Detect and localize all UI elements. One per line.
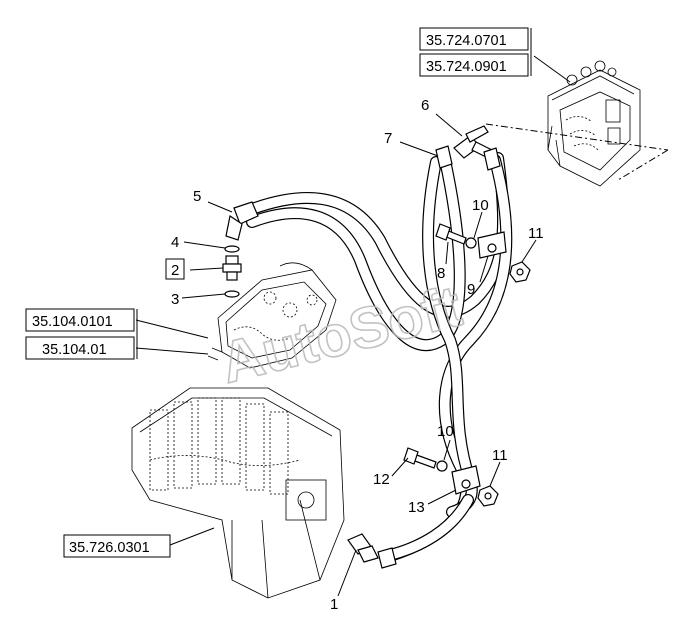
washer-10-lower (436, 460, 448, 472)
callout-1: 1 (330, 596, 338, 613)
main-control-valve (131, 387, 345, 599)
tee-fitting-6 (453, 125, 493, 159)
ref-35-104-0101: 35.104.0101 (32, 314, 113, 330)
hose-end-fitting-right (483, 147, 501, 171)
callout-2-box (165, 258, 185, 280)
adapter-2 (222, 255, 242, 281)
ref-group-main-valve: 35.726.0301 (63, 534, 171, 558)
callout-9: 9 (467, 281, 475, 298)
callout-3: 3 (171, 291, 179, 308)
nut-11-upper (509, 261, 531, 283)
callout-8: 8 (437, 265, 445, 282)
hose-inner-left (246, 154, 466, 352)
ref-35-724-0901: 35.724.0901 (426, 59, 507, 75)
nut-11-lower (477, 485, 499, 507)
adapter-fitting-1 (347, 533, 397, 569)
ref-35-104-01: 35.104.01 (42, 342, 107, 358)
callout-2: 2 (171, 262, 179, 279)
leader-lines (135, 55, 571, 597)
control-valve-top-right (547, 60, 641, 187)
hose-lower (380, 494, 474, 562)
callout-11-lower: 11 (492, 447, 508, 464)
clamp-9 (477, 231, 507, 259)
callout-11-upper: 11 (528, 225, 544, 242)
pump-assembly (207, 262, 337, 369)
ref-35-724-0701: 35.724.0701 (426, 33, 507, 49)
bolt-12 (403, 447, 437, 469)
bolt-8 (435, 223, 467, 245)
callout-10-upper: 10 (472, 197, 489, 214)
callout-4: 4 (171, 234, 179, 251)
clamp-13 (451, 465, 481, 495)
callout-13: 13 (408, 499, 425, 516)
callout-10-lower: 10 (437, 423, 454, 440)
hose-left-long (422, 156, 478, 518)
ref-group-pump: 35.104.0101 35.104.01 (25, 308, 138, 360)
callout-7: 7 (384, 130, 392, 147)
ref-35-726-0301: 35.726.0301 (69, 540, 150, 556)
hose-end-fitting-7 (435, 145, 453, 169)
callout-12: 12 (373, 471, 390, 488)
o-ring-4 (224, 245, 240, 253)
o-ring-3 (224, 290, 240, 298)
valve-spools (149, 397, 289, 495)
callout-6: 6 (421, 97, 429, 114)
dashdot-line-top (485, 123, 669, 151)
ref-group-top-right: 35.724.0701 35.724.0901 (419, 27, 532, 77)
callout-5: 5 (193, 188, 201, 205)
washer-10-upper (465, 237, 477, 249)
dashdot-line-side (617, 149, 669, 181)
watermark: AutoSoft (214, 274, 467, 396)
hose-end-fitting-5 (225, 201, 259, 241)
